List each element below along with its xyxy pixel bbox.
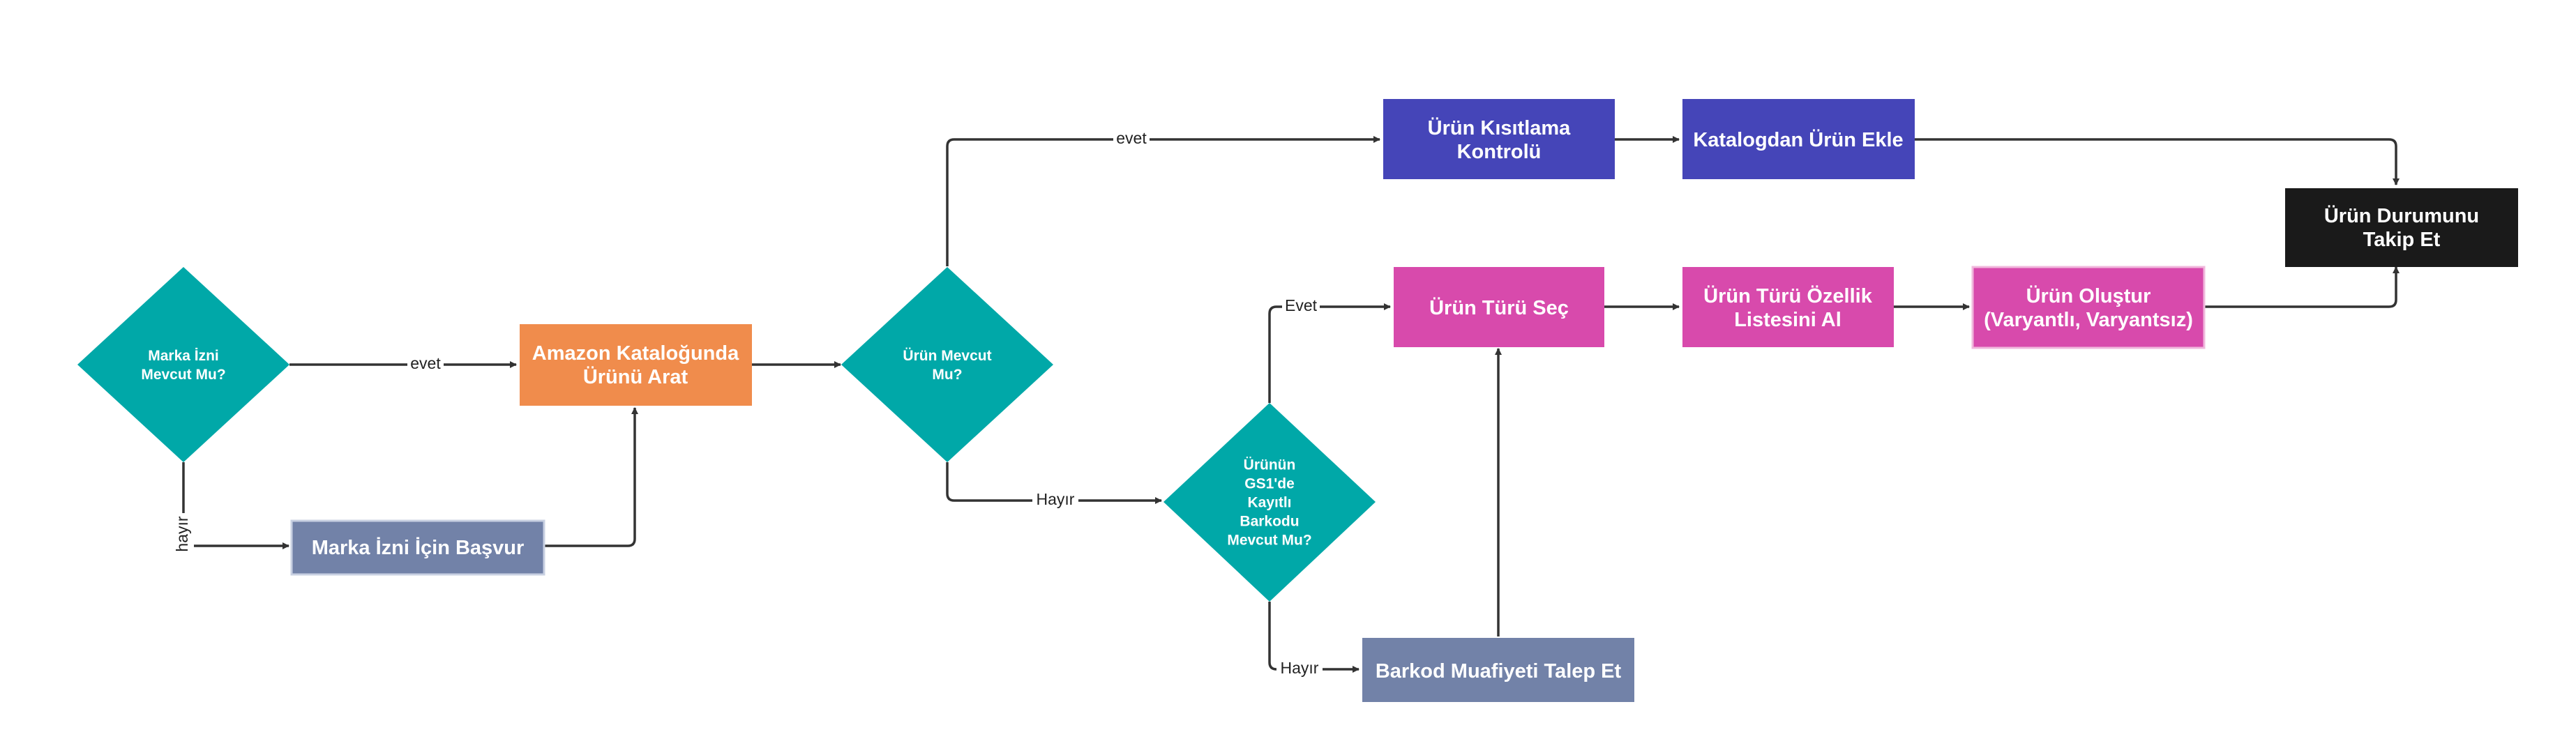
- node-barkod-muafiyeti[interactable]: Barkod Muafiyeti Talep Et: [1362, 638, 1634, 702]
- edge-label-hayir-1: hayır: [173, 513, 194, 555]
- node-katalogdan-ekle-label: Katalogdan Ürün Ekle: [1693, 128, 1903, 151]
- edge-labels: evet hayır evet Hayır Evet Hayır: [173, 129, 1323, 680]
- edge-label-hayir-1-text: hayır: [173, 516, 191, 551]
- edges: [182, 136, 2400, 673]
- edge-label-evet-3: Evet: [1282, 296, 1320, 317]
- edge-label-hayir-2: Hayır: [1032, 490, 1078, 511]
- node-katalogdan-ekle[interactable]: Katalogdan Ürün Ekle: [1682, 99, 1915, 179]
- edge-olustur-to-durum: [2204, 266, 2400, 308]
- node-barkod-muafiyeti-label: Barkod Muafiyeti Talep Et: [1376, 660, 1622, 682]
- edge-label-evet-3-text: Evet: [1285, 296, 1318, 314]
- edge-urun-mevcut-to-gs1: [946, 462, 1162, 504]
- edge-label-evet-2: evet: [1113, 129, 1150, 150]
- edge-label-hayir-2-text: Hayır: [1037, 490, 1075, 508]
- edge-label-hayir-3: Hayır: [1276, 659, 1323, 680]
- node-urun-olustur[interactable]: Ürün Oluştur(Varyantlı, Varyantsız): [1971, 266, 2206, 349]
- edge-katalog-to-durum: [1915, 138, 2400, 185]
- node-urun-turu-sec[interactable]: Ürün Türü Seç: [1394, 267, 1604, 347]
- node-urun-turu-sec-label: Ürün Türü Seç: [1429, 296, 1569, 319]
- edge-marka-izni-to-basvur: [182, 462, 289, 549]
- edge-label-evet-1-text: evet: [410, 354, 441, 372]
- node-urun-olustur-label: Ürün Oluştur(Varyantlı, Varyantsız): [1984, 284, 2193, 331]
- edge-label-hayir-3-text: Hayır: [1281, 659, 1319, 677]
- node-marka-izni-basvur-label: Marka İzni İçin Başvur: [312, 537, 525, 559]
- edge-basvur-to-amazon: [544, 407, 638, 547]
- edge-label-evet-2-text: evet: [1116, 129, 1147, 147]
- edge-gs1-to-tur-sec: [1268, 303, 1391, 403]
- edge-gs1-to-barkod: [1268, 602, 1359, 673]
- edge-label-evet-1: evet: [407, 354, 444, 375]
- edge-urun-mevcut-to-kisitlama: [946, 136, 1380, 266]
- node-marka-izni-basvur[interactable]: Marka İzni İçin Başvur: [290, 519, 545, 576]
